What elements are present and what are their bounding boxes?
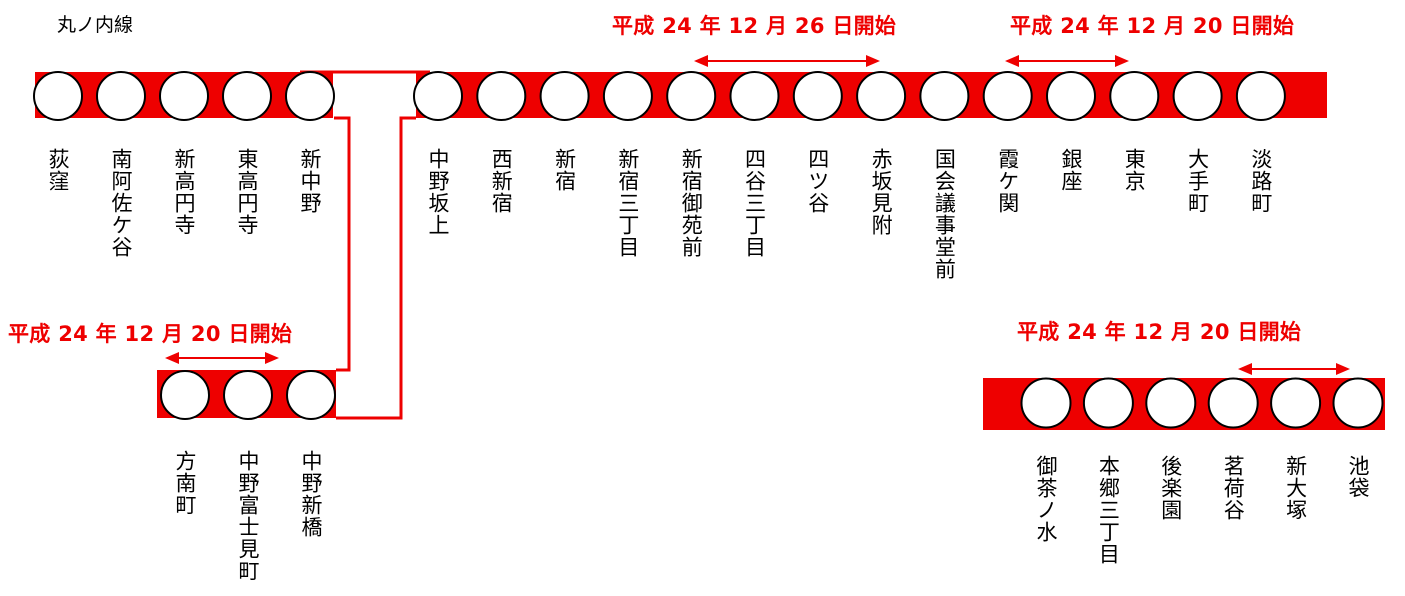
station-label: 国会議事堂前 bbox=[932, 148, 957, 280]
station-node bbox=[285, 71, 335, 121]
line-title: 丸ノ内線 bbox=[57, 14, 134, 36]
station-node bbox=[729, 71, 780, 121]
station-label: 新高円寺 bbox=[172, 148, 196, 236]
station-label: 赤坂見附 bbox=[869, 148, 894, 236]
station-label: 南阿佐ケ谷 bbox=[109, 148, 133, 258]
station-node bbox=[476, 71, 527, 121]
station-label: 御茶ノ水 bbox=[1034, 455, 1058, 543]
station-label: 四谷三丁目 bbox=[742, 148, 767, 258]
station-node bbox=[919, 71, 970, 121]
announcement-honancho-branch: 平成 24 年 12 月 20 日開始 bbox=[8, 322, 293, 346]
station-node bbox=[1046, 71, 1096, 121]
station-node bbox=[1332, 377, 1384, 429]
station-node bbox=[1235, 71, 1286, 121]
arrow-yotsuya-akasaka bbox=[694, 55, 880, 67]
station-node bbox=[159, 71, 209, 121]
station-label: 池袋 bbox=[1346, 455, 1370, 499]
station-node bbox=[222, 71, 272, 121]
announcement-kasumigaseki-tokyo: 平成 24 年 12 月 20 日開始 bbox=[1010, 14, 1295, 38]
station-label: 新宿 bbox=[552, 148, 577, 192]
station-label: 東京 bbox=[1122, 148, 1147, 192]
station-label: 荻窪 bbox=[46, 148, 70, 192]
station-node bbox=[982, 71, 1033, 121]
arrow-honancho-branch bbox=[165, 352, 279, 364]
station-node bbox=[1109, 71, 1160, 121]
station-label: 茗荷谷 bbox=[1221, 455, 1246, 521]
station-label: 大手町 bbox=[1185, 148, 1210, 214]
station-label: 後楽園 bbox=[1158, 455, 1183, 521]
station-label: 銀座 bbox=[1059, 148, 1083, 192]
station-label: 中野坂上 bbox=[426, 148, 450, 236]
connector-shinnakano-branch bbox=[334, 116, 351, 372]
station-label: 新大塚 bbox=[1283, 455, 1308, 521]
station-node bbox=[286, 370, 336, 420]
station-label: 新宿三丁目 bbox=[615, 148, 640, 258]
arrow-ikebukuro-section bbox=[1238, 363, 1350, 375]
station-node bbox=[666, 71, 717, 121]
station-node bbox=[1270, 377, 1322, 429]
station-label: 東高円寺 bbox=[235, 148, 259, 236]
station-label: 新中野 bbox=[298, 148, 322, 214]
station-node bbox=[96, 71, 146, 121]
station-node bbox=[223, 370, 273, 420]
station-node bbox=[33, 71, 83, 121]
station-node bbox=[1172, 71, 1223, 121]
station-node bbox=[1207, 377, 1259, 429]
station-nodes bbox=[33, 71, 1384, 429]
station-node bbox=[1020, 377, 1072, 429]
announcement-yotsuya-akasaka: 平成 24 年 12 月 26 日開始 bbox=[612, 14, 897, 38]
station-label: 中野富士見町 bbox=[236, 450, 260, 582]
connector-nakanosakaue-branch bbox=[336, 116, 416, 420]
station-node bbox=[856, 71, 907, 121]
station-node bbox=[413, 71, 463, 121]
station-node bbox=[602, 71, 653, 121]
station-node bbox=[1082, 377, 1134, 429]
station-label: 中野新橋 bbox=[299, 450, 323, 538]
station-label: 西新宿 bbox=[489, 148, 514, 214]
station-node bbox=[160, 370, 210, 420]
station-label: 方南町 bbox=[173, 450, 197, 516]
announcement-ikebukuro-section: 平成 24 年 12 月 20 日開始 bbox=[1017, 320, 1302, 344]
arrow-kasumigaseki-tokyo bbox=[1005, 55, 1129, 67]
station-node bbox=[792, 71, 843, 121]
station-label: 霞ケ関 bbox=[995, 148, 1020, 214]
station-node bbox=[1145, 377, 1197, 429]
station-label: 新宿御苑前 bbox=[679, 148, 704, 258]
station-node bbox=[539, 71, 590, 121]
station-label: 四ツ谷 bbox=[805, 148, 830, 214]
station-label: 淡路町 bbox=[1248, 148, 1273, 214]
station-label: 本郷三丁目 bbox=[1096, 455, 1121, 565]
